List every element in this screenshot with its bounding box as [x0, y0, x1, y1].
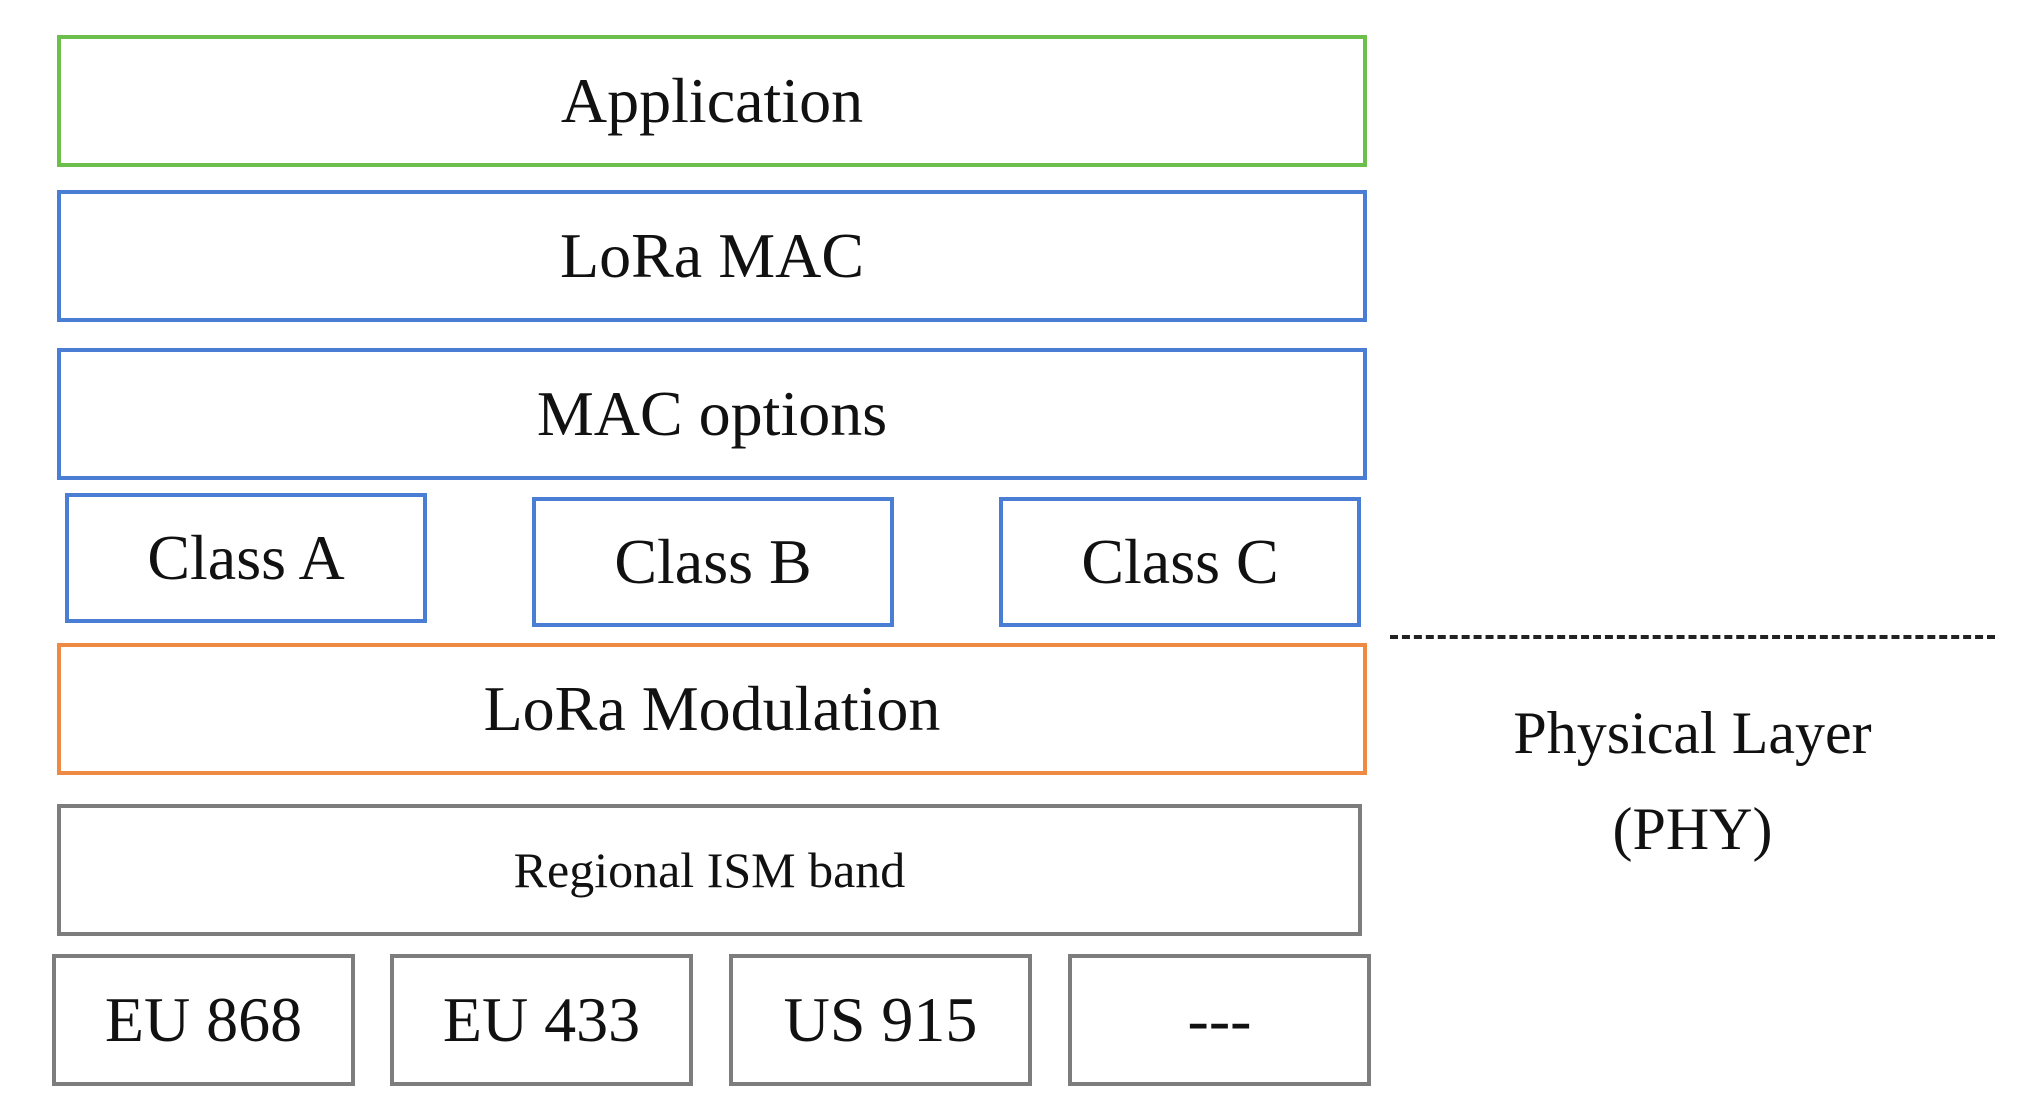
class-c-box: Class C	[999, 497, 1361, 627]
band-us-915-label: US 915	[783, 984, 978, 1055]
band-more-label: ---	[1187, 984, 1252, 1055]
physical-layer-divider	[1390, 635, 1995, 639]
regional-ism-band-layer: Regional ISM band	[57, 804, 1362, 936]
physical-layer-label: Physical Layer (PHY)	[1390, 685, 1995, 877]
physical-layer-abbrev: (PHY)	[1612, 796, 1773, 862]
class-a-box: Class A	[65, 493, 427, 623]
lora-mac-layer: LoRa MAC	[57, 190, 1367, 322]
class-b-box: Class B	[532, 497, 894, 627]
class-b-label: Class B	[614, 526, 812, 597]
mac-options-layer: MAC options	[57, 348, 1367, 480]
class-c-label: Class C	[1081, 526, 1279, 597]
lora-modulation-label: LoRa Modulation	[483, 673, 941, 744]
application-label: Application	[560, 65, 864, 136]
class-a-label: Class A	[147, 522, 345, 593]
physical-layer-title: Physical Layer	[1513, 700, 1872, 766]
band-more: ---	[1068, 954, 1371, 1086]
band-eu-868-label: EU 868	[104, 984, 303, 1055]
mac-options-label: MAC options	[536, 378, 888, 449]
band-us-915: US 915	[729, 954, 1032, 1086]
band-eu-433: EU 433	[390, 954, 693, 1086]
application-layer: Application	[57, 35, 1367, 167]
band-eu-868: EU 868	[52, 954, 355, 1086]
lora-modulation-layer: LoRa Modulation	[57, 643, 1367, 775]
lora-mac-label: LoRa MAC	[560, 220, 864, 291]
band-eu-433-label: EU 433	[442, 984, 641, 1055]
regional-ism-band-label: Regional ISM band	[513, 842, 906, 898]
